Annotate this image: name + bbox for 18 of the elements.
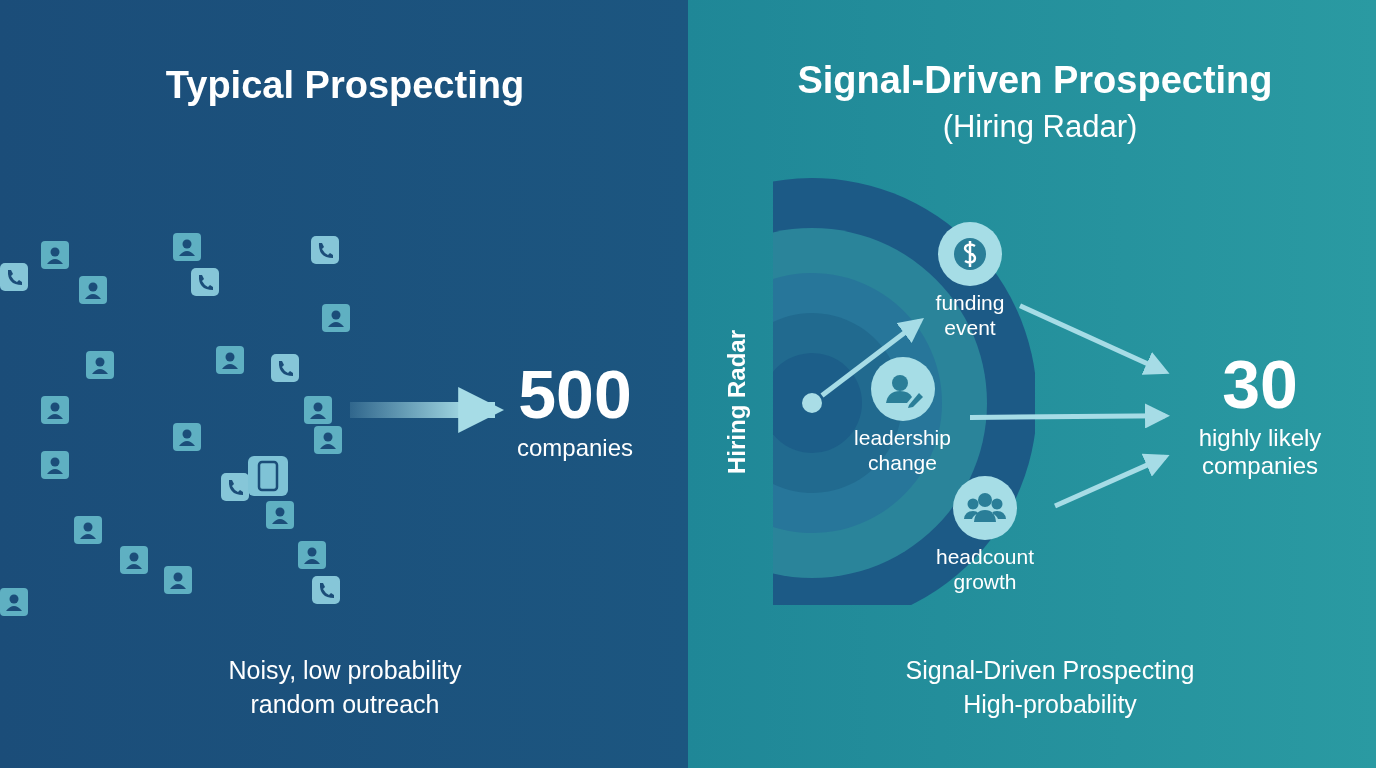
panel-subheading: (Hiring Radar) bbox=[941, 108, 1139, 146]
radar-label: Hiring Radar bbox=[723, 329, 751, 476]
company-count: 500 bbox=[517, 360, 633, 428]
count-caption: highly likely companies bbox=[1197, 424, 1323, 480]
arrow bbox=[1053, 453, 1170, 509]
panel-heading: Signal-Driven Prospecting bbox=[796, 58, 1274, 103]
arrow bbox=[1018, 303, 1170, 375]
arrow bbox=[820, 317, 924, 398]
arrow bbox=[350, 387, 505, 433]
panel-caption: Signal-Driven Prospecting High-probability bbox=[904, 655, 1196, 720]
panel-heading: Typical Prospecting bbox=[164, 63, 526, 108]
arrow bbox=[970, 403, 1170, 429]
panel-caption: Noisy, low probability random outreach bbox=[227, 655, 463, 720]
signal-label: funding event bbox=[934, 290, 1006, 341]
count-caption: companies bbox=[515, 434, 635, 462]
signal-label: leadership change bbox=[853, 425, 952, 476]
signal-label: headcount growth bbox=[934, 544, 1036, 595]
company-count: 30 bbox=[1221, 350, 1299, 418]
